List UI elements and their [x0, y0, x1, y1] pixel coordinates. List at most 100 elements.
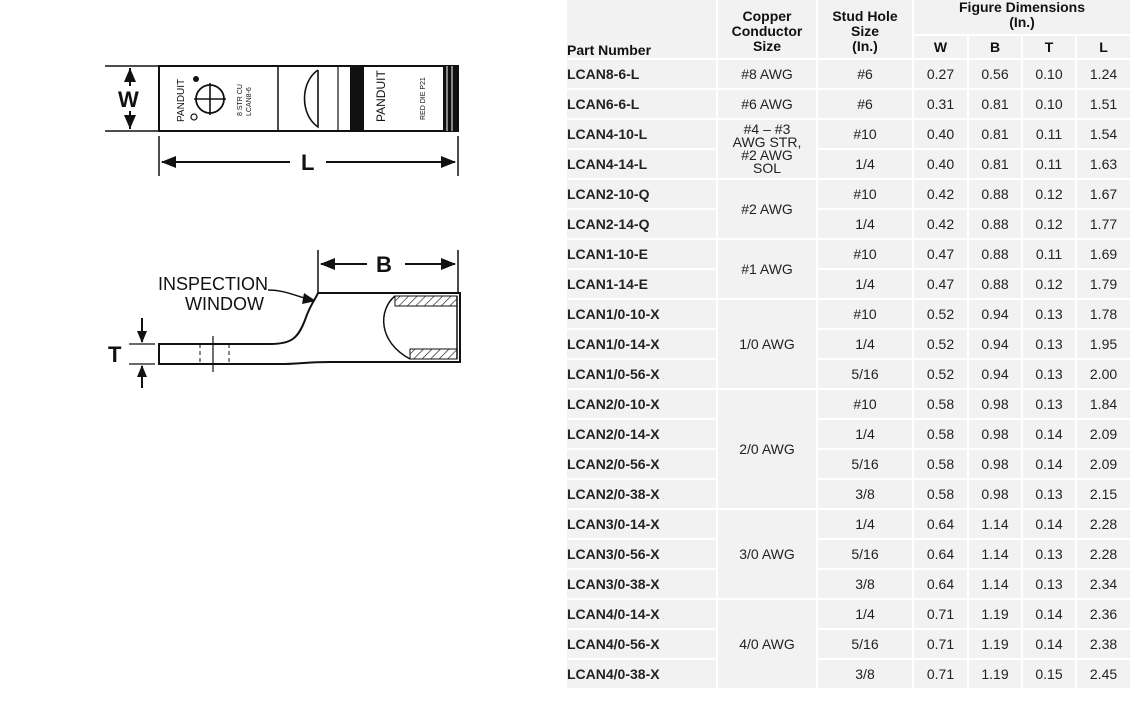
cell-part-number: LCAN2/0-14-X [567, 418, 717, 449]
cell-part-number: LCAN4-10-L [567, 118, 717, 149]
cell-dim-t: 0.10 [1021, 58, 1076, 89]
cell-dim-l: 2.15 [1074, 478, 1130, 509]
cell-dim-w: 0.42 [912, 178, 968, 209]
header-conductor-line2: Conductor [731, 23, 803, 39]
cell-stud-hole-size: #6 [816, 88, 913, 119]
cell-conductor-size: #6 AWG [716, 88, 817, 119]
cell-dim-l: 2.09 [1074, 418, 1130, 449]
cell-part-number: LCAN8-6-L [567, 58, 717, 89]
cell-dim-t: 0.14 [1021, 508, 1076, 539]
header-conductor-line3: Size [752, 38, 781, 54]
cell-stud-hole-size: #10 [816, 238, 913, 269]
lug-spec-table: Part Number Copper Conductor Size Stud H… [567, 0, 1130, 688]
header-w: W [912, 34, 968, 59]
cell-stud-hole-size: 1/4 [816, 148, 913, 179]
cell-dim-b: 0.88 [967, 238, 1022, 269]
cell-part-number: LCAN2-10-Q [567, 178, 717, 209]
cell-part-number: LCAN1/0-14-X [567, 328, 717, 359]
cell-dim-t: 0.13 [1021, 328, 1076, 359]
cell-dim-l: 2.28 [1074, 538, 1130, 569]
cell-dim-t: 0.11 [1021, 118, 1076, 149]
cell-dim-l: 1.69 [1074, 238, 1130, 269]
cell-dim-w: 0.58 [912, 478, 968, 509]
cell-dim-b: 0.88 [967, 268, 1022, 299]
cell-part-number: LCAN3/0-38-X [567, 568, 717, 599]
cell-dim-t: 0.13 [1021, 388, 1076, 419]
cell-dim-b: 1.19 [967, 658, 1022, 688]
cell-part-number: LCAN3/0-14-X [567, 508, 717, 539]
cell-dim-b: 0.56 [967, 58, 1022, 89]
header-stud-line3: (In.) [852, 38, 878, 54]
lug-drawings: W PANDUIT 8 STR CU LCAN8-6 PANDUIT RED D… [105, 65, 461, 388]
lug-die-text: RED DIE P21 [420, 77, 427, 120]
cell-stud-hole-size: 1/4 [816, 208, 913, 239]
cell-part-number: LCAN3/0-56-X [567, 538, 717, 569]
cell-dim-t: 0.14 [1021, 598, 1076, 629]
header-t: T [1021, 34, 1076, 59]
cell-part-number: LCAN1-14-E [567, 268, 717, 299]
dim-w-label: W [118, 87, 139, 112]
cell-dim-t: 0.13 [1021, 298, 1076, 329]
cell-part-number: LCAN4-14-L [567, 148, 717, 179]
cell-dim-l: 1.51 [1074, 88, 1130, 119]
cell-dim-l: 2.34 [1074, 568, 1130, 599]
cell-dim-b: 0.94 [967, 328, 1022, 359]
cell-part-number: LCAN1-10-E [567, 238, 717, 269]
lug-marking-line2: LCAN8-6 [246, 87, 253, 116]
cell-dim-t: 0.15 [1021, 658, 1076, 688]
inspection-label-line1: INSPECTION [158, 274, 268, 294]
cell-dim-b: 0.98 [967, 388, 1022, 419]
dim-l-label: L [301, 150, 314, 175]
cell-dim-w: 0.71 [912, 628, 968, 659]
cell-dim-t: 0.11 [1021, 238, 1076, 269]
cell-conductor-size: 2/0 AWG [716, 388, 817, 509]
cell-dim-w: 0.27 [912, 58, 968, 89]
cell-dim-l: 2.45 [1074, 658, 1130, 688]
cell-dim-w: 0.71 [912, 658, 968, 688]
cell-dim-w: 0.71 [912, 598, 968, 629]
cell-dim-t: 0.13 [1021, 358, 1076, 389]
cell-dim-b: 1.14 [967, 508, 1022, 539]
cell-dim-t: 0.11 [1021, 148, 1076, 179]
dim-t-label: T [108, 342, 122, 367]
cell-dim-l: 2.00 [1074, 358, 1130, 389]
cell-dim-l: 1.84 [1074, 388, 1130, 419]
cell-dim-t: 0.14 [1021, 448, 1076, 479]
cell-dim-b: 0.94 [967, 358, 1022, 389]
dim-b-label: B [376, 252, 392, 277]
cell-dim-w: 0.47 [912, 238, 968, 269]
cell-part-number: LCAN1/0-56-X [567, 358, 717, 389]
cell-stud-hole-size: 1/4 [816, 598, 913, 629]
cell-dim-l: 1.77 [1074, 208, 1130, 239]
cell-dim-w: 0.31 [912, 88, 968, 119]
cell-stud-hole-size: 1/4 [816, 508, 913, 539]
cell-dim-l: 1.78 [1074, 298, 1130, 329]
cell-dim-l: 1.95 [1074, 328, 1130, 359]
cell-dim-t: 0.13 [1021, 568, 1076, 599]
cell-dim-t: 0.14 [1021, 418, 1076, 449]
cell-part-number: LCAN2-14-Q [567, 208, 717, 239]
cell-part-number: LCAN2/0-56-X [567, 448, 717, 479]
cell-stud-hole-size: 5/16 [816, 448, 913, 479]
cell-dim-t: 0.13 [1021, 538, 1076, 569]
cell-dim-b: 1.19 [967, 598, 1022, 629]
cell-stud-hole-size: 1/4 [816, 328, 913, 359]
cell-conductor-size: #2 AWG [716, 178, 817, 239]
cell-dim-w: 0.52 [912, 298, 968, 329]
cell-part-number: LCAN2/0-38-X [567, 478, 717, 509]
cell-dim-l: 2.36 [1074, 598, 1130, 629]
header-stud-hole-size: Stud Hole Size (In.) [816, 0, 913, 59]
